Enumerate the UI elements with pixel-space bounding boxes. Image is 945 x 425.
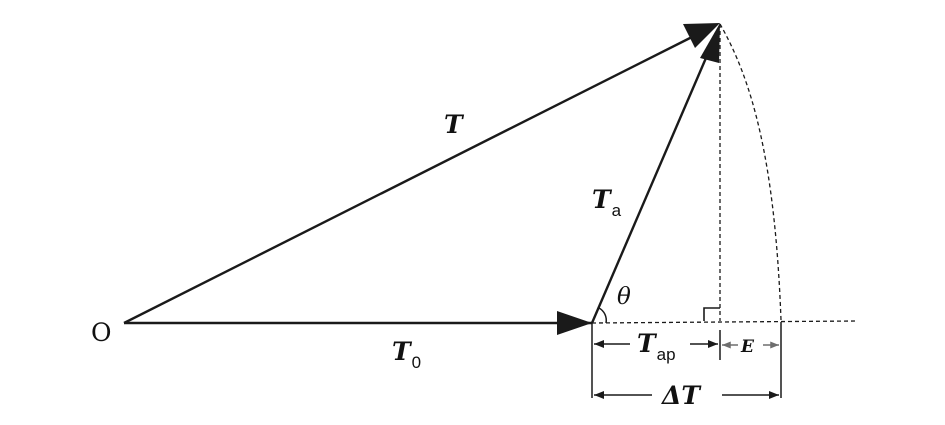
Tap-label: Tap (637, 329, 676, 364)
baseline-extension (591, 320, 857, 324)
vector-Ta-label-sub: a (612, 201, 622, 220)
vector-T-label: T (444, 110, 465, 139)
vector-Ta-label: Ta (592, 185, 622, 220)
theta-angle-arc (598, 307, 608, 324)
vector-T0-label-main: T (392, 337, 413, 366)
theta-label: θ (617, 284, 631, 310)
Tap-label-main: T (637, 329, 658, 358)
vector-Ta (590, 43, 714, 324)
vector-Ta-arrowhead (700, 23, 720, 63)
deltaT-label: ΔT (660, 381, 702, 410)
vector-T0-label: T0 (392, 337, 421, 372)
vector-T-arrowhead (683, 23, 720, 48)
Tap-label-sub: ap (657, 345, 676, 364)
vector-T0-label-sub: 0 (412, 353, 421, 372)
vector-T0-arrowhead (557, 311, 592, 335)
E-label: E (740, 337, 755, 357)
origin-label: O (91, 318, 112, 347)
vector-T (123, 35, 693, 325)
right-angle-marker (703, 307, 720, 321)
rotation-arc (719, 23, 782, 321)
vector-Ta-label-main: T (592, 185, 613, 214)
